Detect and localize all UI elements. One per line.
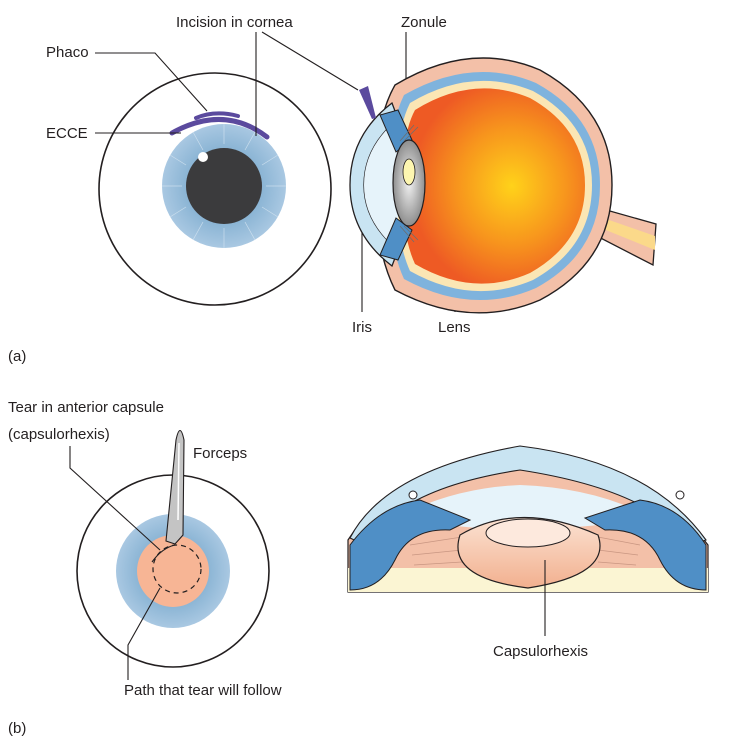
- incision-port-right: [676, 491, 684, 499]
- ecce-label: ECCE: [46, 125, 88, 142]
- phaco-label: Phaco: [46, 44, 89, 61]
- incision-label: Incision in cornea: [176, 14, 293, 31]
- forceps-slot: [178, 443, 179, 520]
- lens-nucleus: [403, 159, 415, 185]
- pupil-highlight: [198, 152, 208, 162]
- lens-label: Lens: [438, 319, 471, 336]
- capsulorhexis-opening: [486, 519, 570, 547]
- keratome-blade: [359, 86, 376, 119]
- forceps-label: Forceps: [193, 445, 247, 462]
- side-view-eye: [350, 58, 656, 313]
- pupil: [186, 148, 262, 224]
- tear-label-line1: Tear in anterior capsule: [8, 399, 164, 416]
- iris-label: Iris: [352, 319, 372, 336]
- incision-port-left: [409, 491, 417, 499]
- panel-b: Tear in anterior capsule (capsulorhexis)…: [8, 399, 708, 737]
- panel-a: Incision in cornea Phaco ECCE Zonule Iri…: [8, 14, 656, 365]
- capsulorhexis-label: Capsulorhexis: [493, 643, 588, 660]
- panel-a-letter: (a): [8, 348, 26, 365]
- front-view-eye: [99, 73, 331, 305]
- incision-leader-side: [262, 32, 358, 90]
- path-label: Path that tear will follow: [124, 682, 282, 699]
- front-view-capsulorhexis: [77, 431, 269, 668]
- zonule-label: Zonule: [401, 14, 447, 31]
- panel-b-letter: (b): [8, 720, 26, 737]
- cross-section-capsulorhexis: [348, 446, 708, 592]
- tear-label-line2: (capsulorhexis): [8, 426, 110, 443]
